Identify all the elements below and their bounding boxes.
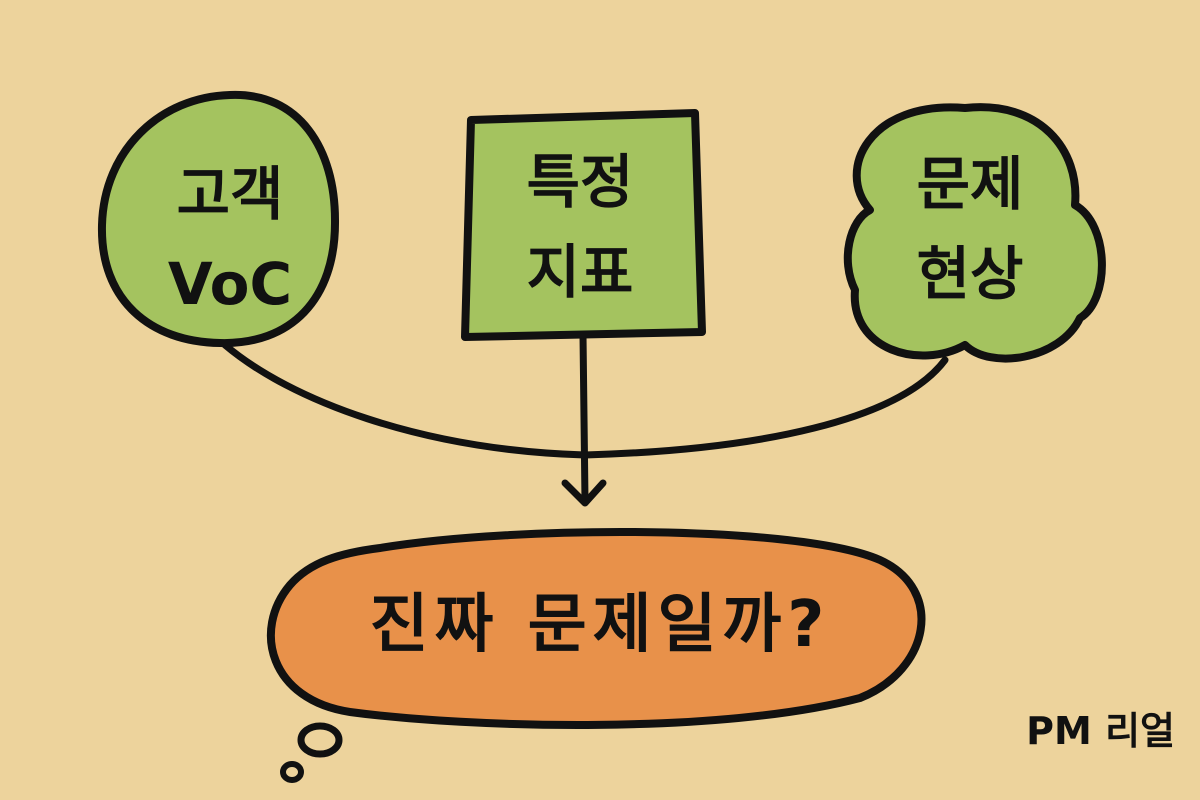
node-problem-symptom-shape [843,103,1106,363]
node-specific-metric-label: 특정 지표 [526,148,634,306]
author-signature: PM 리얼 [1026,709,1175,753]
question-bubble-shape [266,528,926,729]
node-customer-voc-label: 고객 VoC [167,160,293,318]
node-specific-metric-shape [461,109,706,341]
arrow-head [561,479,607,507]
connector-issue [581,356,949,459]
thought-dot-small [280,761,304,783]
node-problem-symptom-label: 문제 현상 [916,150,1024,308]
thought-dot-large [297,722,343,758]
question-label: 진짜 문제일까? [369,588,831,662]
connector-voc [221,341,589,459]
node-customer-voc-shape [97,90,340,348]
connector-metric [579,331,589,504]
